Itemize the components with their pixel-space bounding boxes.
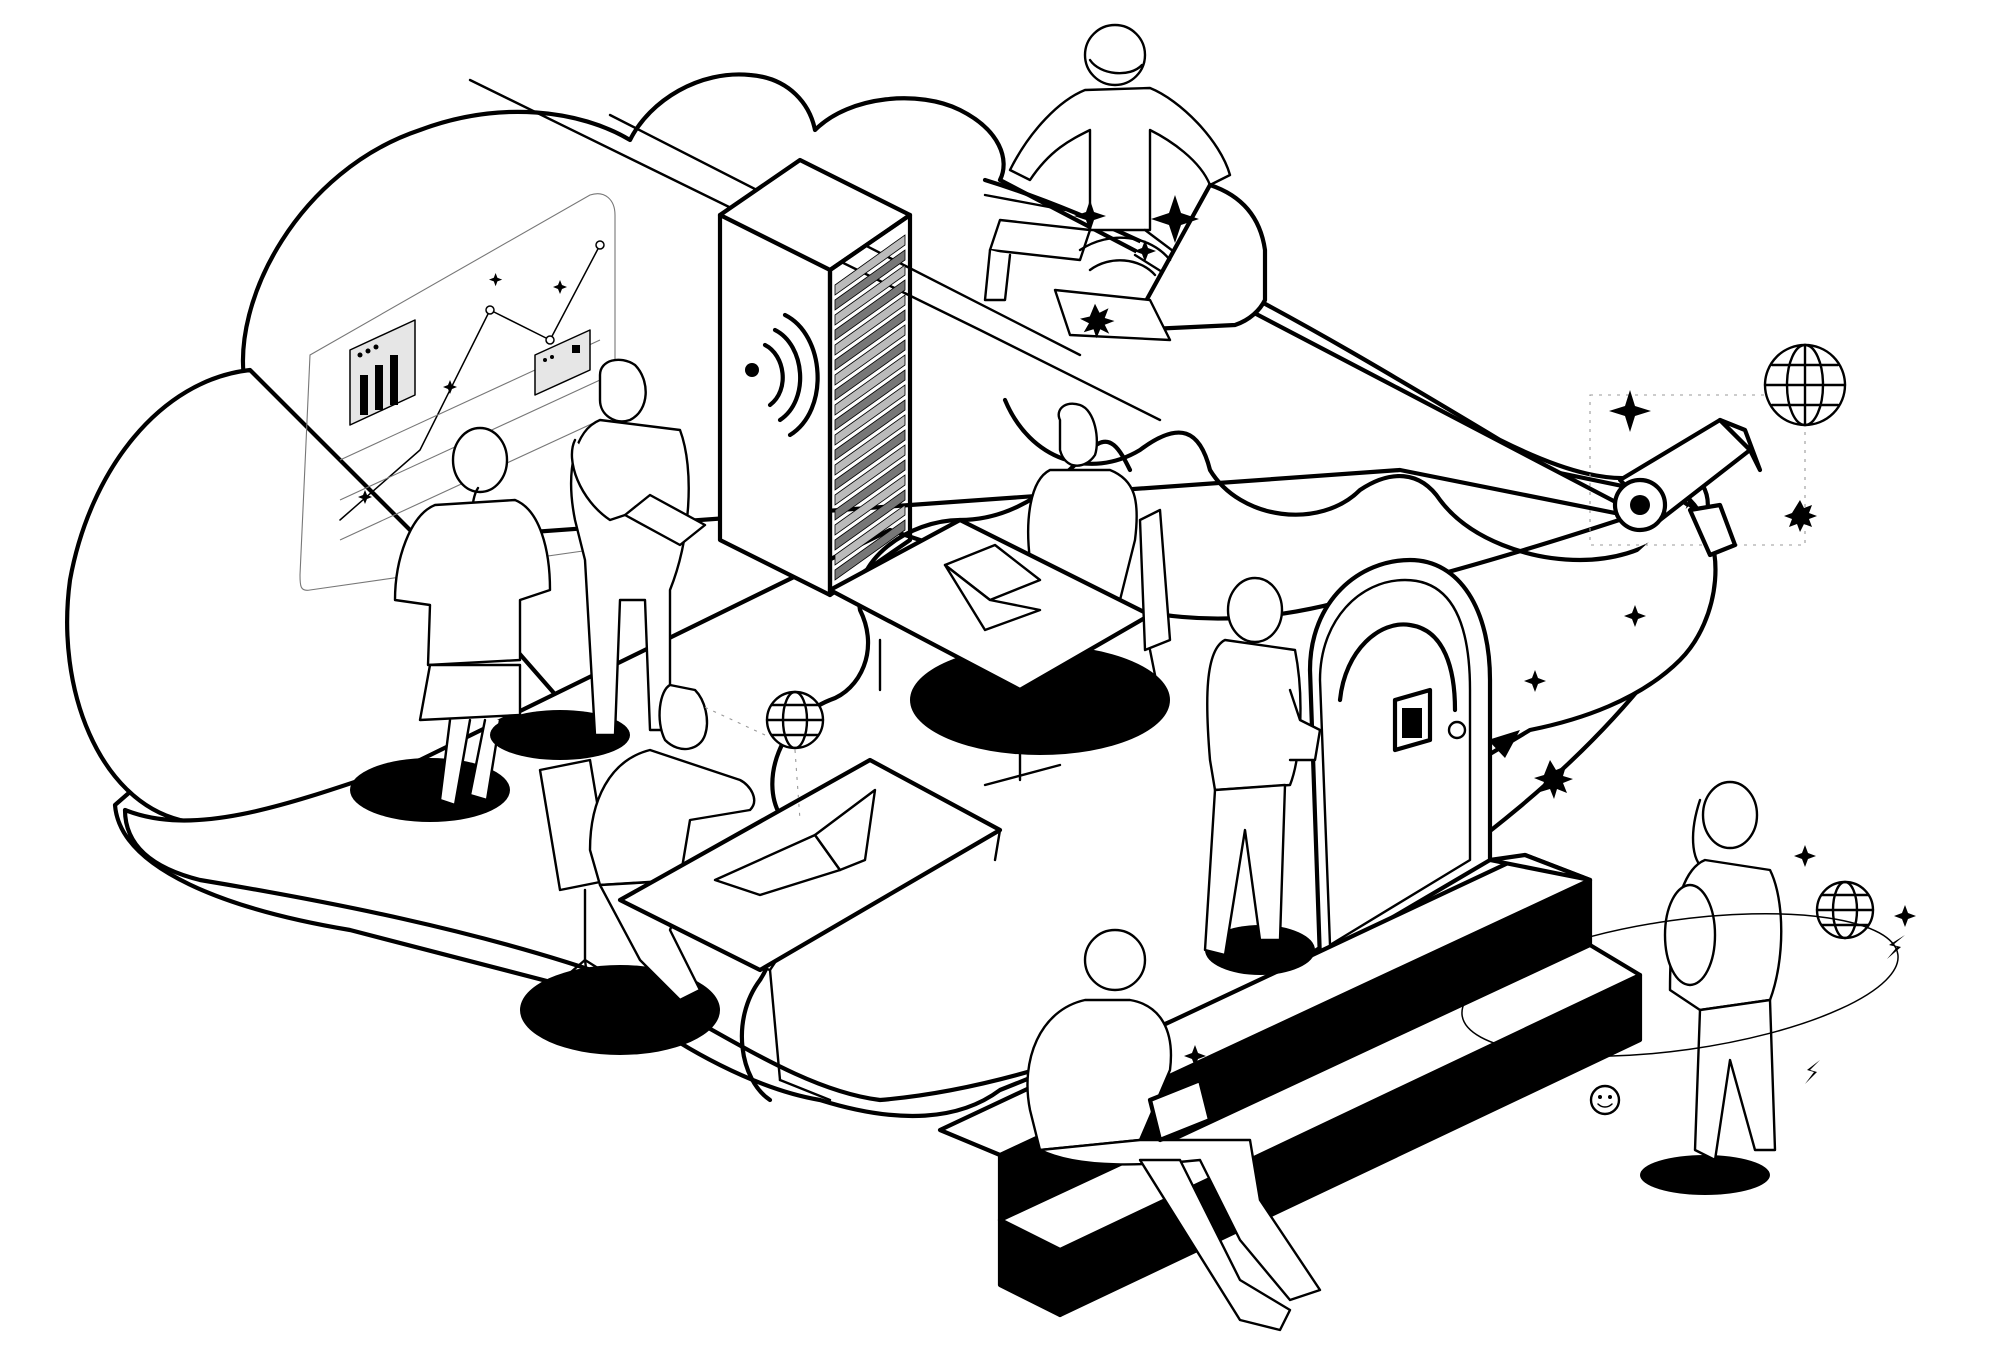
hacker-figure [983,23,1268,342]
man-typing-figure [827,402,1172,787]
smiley-face-icon [1589,1084,1621,1116]
rack-unit [834,489,906,551]
rack-unit [834,414,906,476]
tablet-icon [1147,1077,1213,1143]
burst-icon [1080,303,1115,339]
rack-unit [834,519,906,581]
globe-icon [765,690,825,750]
woman-walking-figure [1461,780,1916,1195]
globe-icon [1763,343,1847,427]
burst-icon [1784,500,1817,532]
rack-unit [834,309,906,371]
bar-chart-icon [349,319,416,426]
security-camera-icon [1589,390,1817,558]
rack-unit [834,279,906,341]
sparkle-icon [1151,195,1199,243]
burst-icon [1534,760,1573,799]
rack-unit [834,294,906,356]
rack-unit [834,444,906,506]
man-phone-desk-figure [520,683,1003,1102]
rack-unit [834,504,906,566]
rack-unit [834,399,906,461]
rack-unit [834,429,906,491]
laptop-icon [713,788,877,897]
sparkle-icon [358,273,567,504]
rack-unit [834,324,906,386]
globe-icon [1815,880,1875,940]
server-rack-icon [717,157,913,598]
rack-unit [834,339,906,401]
rack-unit [834,264,906,326]
woman-analyst-figure [350,426,552,822]
wifi-signal-icon [745,312,820,438]
rack-unit [834,384,906,446]
rack-unit [834,459,906,521]
rack-unit [834,474,906,536]
rack-unit [834,354,906,416]
man-clipboard-figure [490,358,707,760]
man-sitting-tablet-figure [1026,928,1322,1332]
vault-door-icon [1307,557,1573,963]
woman-door-figure [1203,576,1322,975]
laptop-icon [943,543,1042,632]
cursor-arrow-icon [1488,730,1520,758]
rack-unit [834,234,906,296]
rack-unit [834,369,906,431]
lightning-bolt-icon [1805,1060,1820,1084]
keypad-icon [1392,687,1433,753]
rack-unit [834,249,906,311]
sparkle-icon [1624,605,1646,627]
